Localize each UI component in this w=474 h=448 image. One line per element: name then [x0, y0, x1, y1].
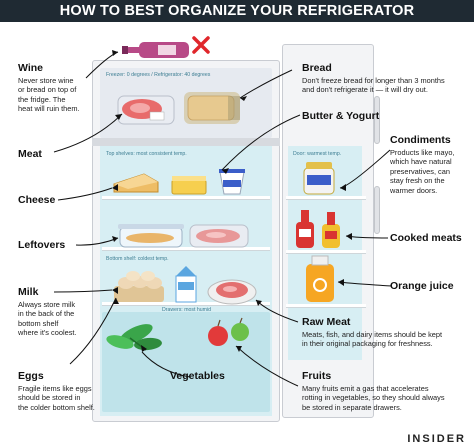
vegetables-icon	[106, 324, 162, 351]
label-milk: Milk	[18, 286, 39, 298]
label-wine: Wine	[18, 62, 43, 74]
door-shelf-2	[286, 250, 366, 254]
shelf-1	[102, 196, 270, 200]
raw-meat-icon	[207, 279, 257, 305]
label-bread: Bread	[302, 62, 332, 74]
cooked-meat-icon	[189, 224, 249, 248]
bottom-shelf-label: Bottom shelf: coldest temp.	[106, 256, 169, 262]
mayo-jar-icon	[303, 162, 335, 195]
orange-juice-icon	[306, 255, 334, 302]
label-fruits: Fruits	[302, 370, 332, 382]
label-meat: Meat	[18, 148, 42, 160]
leftovers-container-icon	[118, 224, 184, 248]
page-title: HOW TO BEST ORGANIZE YOUR REFRIGERATOR	[0, 0, 474, 22]
label-eggs: Eggs	[18, 370, 44, 382]
bread-icon	[184, 92, 240, 124]
desc-bread: Don't freeze bread for longer than 3 mon…	[302, 76, 445, 95]
yogurt-icon	[219, 169, 245, 195]
mustard-bottle-icon	[322, 212, 340, 248]
no-x-icon	[192, 36, 210, 54]
door-shelf-1	[286, 196, 366, 200]
fruits-icon	[208, 317, 249, 346]
top-shelves-label: Top shelves: most consistent temp.	[106, 151, 187, 157]
shelf-3	[102, 302, 270, 306]
door-handle-bottom	[374, 186, 380, 234]
label-raw-meat: Raw Meat	[302, 316, 351, 328]
wine-bottle-icon	[122, 42, 189, 58]
cheese-icon	[113, 173, 159, 193]
label-butter-yogurt: Butter & Yogurt	[302, 110, 380, 122]
label-orange-juice: Orange juice	[390, 280, 454, 292]
label-cooked-meats: Cooked meats	[390, 232, 462, 244]
label-cheese: Cheese	[18, 194, 56, 206]
milk-carton-icon	[175, 266, 197, 303]
butter-icon	[171, 176, 207, 195]
desc-raw-meat: Meats, fish, and dairy items should be k…	[302, 330, 443, 349]
brand-logo: INSIDER	[407, 433, 466, 445]
ketchup-bottle-icon	[296, 210, 314, 248]
desc-condiments: Products like mayo,which have natural pr…	[390, 148, 455, 195]
freezer-divider	[92, 138, 280, 146]
door-shelf-3	[286, 304, 366, 308]
label-leftovers: Leftovers	[18, 239, 66, 251]
meat-package-icon	[117, 95, 175, 125]
door-handle-top	[374, 96, 380, 144]
freezer-temp-label: Freezer: 0 degrees / Refrigerator: 40 de…	[106, 72, 211, 78]
label-condiments: Condiments	[390, 134, 451, 146]
arrow-heads	[112, 50, 352, 352]
door-temp-label: Door: warmest temp.	[293, 151, 342, 157]
drawers-label: Drawers: most humid	[162, 307, 212, 313]
shelf-2	[102, 247, 270, 251]
label-vegetables: Vegetables	[170, 370, 225, 382]
eggs-icon	[114, 271, 164, 302]
